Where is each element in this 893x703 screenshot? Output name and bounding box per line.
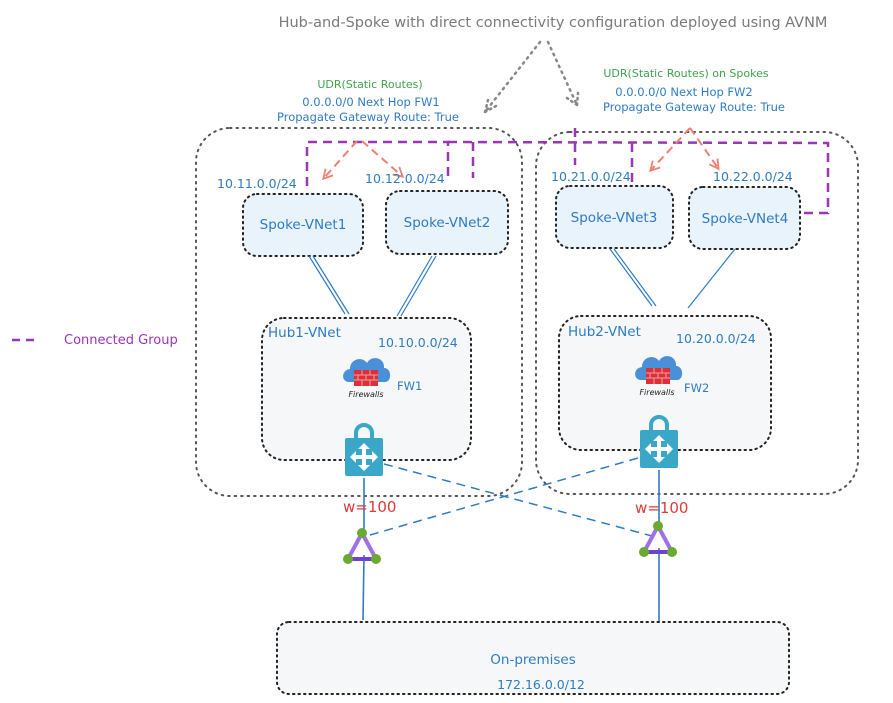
udr-propagate-region2: Propagate Gateway Route: True <box>603 100 785 114</box>
spoke-vnet4-box[interactable] <box>688 186 801 250</box>
spoke1-cidr: 10.11.0.0/24 <box>217 176 297 191</box>
udr-propagate-region1: Propagate Gateway Route: True <box>277 110 459 124</box>
local-network-gateway-icon <box>343 528 381 564</box>
arrow-head-left <box>483 98 498 114</box>
gateway-links <box>362 470 660 621</box>
hub1-vnet-label: Hub1-VNet <box>268 325 341 341</box>
spoke3-cidr: 10.21.0.0/24 <box>551 169 631 184</box>
spoke2-cidr: 10.12.0.0/24 <box>365 171 445 186</box>
local-network-gateway1[interactable] <box>343 528 381 564</box>
vpn-gateway2[interactable] <box>640 415 678 468</box>
on-premises-box[interactable] <box>276 621 790 695</box>
firewall2-caption: Firewalls <box>639 388 674 397</box>
peering-links <box>308 248 736 317</box>
cross-link-hub2-lng1 <box>369 457 639 536</box>
hub2-vnet-label: Hub2-VNet <box>568 324 641 340</box>
udr-route-region2: 0.0.0.0/0 Next Hop FW2 <box>615 85 752 99</box>
diagram-title: Hub-and-Spoke with direct connectivity c… <box>279 15 828 31</box>
local-network-gateway2[interactable] <box>639 521 677 557</box>
title-arrow-left <box>483 40 542 114</box>
vpn-gateway-icon <box>640 415 678 468</box>
spoke-vnet4[interactable]: Spoke-VNet4 <box>688 186 801 250</box>
vpn-gateway-icon <box>345 423 383 476</box>
title-arrow-right <box>546 40 579 107</box>
peering-spoke4-hub2 <box>687 248 736 309</box>
cross-region-links <box>369 457 653 537</box>
link-lng1-onprem <box>362 554 365 621</box>
firewall1[interactable]: Firewalls FW1 <box>343 358 422 399</box>
spoke-vnet1-label: Spoke-VNet1 <box>260 217 347 233</box>
local-network-gateway-icon <box>639 521 677 557</box>
peering-spoke1-hub1 <box>308 255 350 315</box>
spoke4-cidr: 10.22.0.0/24 <box>713 169 793 184</box>
hub2-cidr: 10.20.0.0/24 <box>676 331 756 346</box>
route-arrow-spoke2 <box>361 140 405 178</box>
udr-title-region1: UDR(Static Routes) <box>317 78 422 91</box>
route-arrows <box>322 127 720 181</box>
cross-link-hub1-lng2 <box>383 463 653 537</box>
region1-container <box>195 127 523 497</box>
title-pointer-arrows <box>483 40 580 114</box>
hub1-vnet[interactable]: Hub1-VNet 10.10.0.0/24 <box>261 317 472 461</box>
gateway1-weight: w=100 <box>343 498 396 516</box>
connected-group-line-1 <box>305 140 450 186</box>
route-arrow-spoke3 <box>649 127 691 173</box>
on-premises-cidr: 172.16.0.0/12 <box>497 677 585 692</box>
route-arrow-spoke1 <box>322 140 358 181</box>
region2-container <box>535 131 859 495</box>
firewall1-caption: Firewalls <box>348 390 383 399</box>
hub1-cidr: 10.10.0.0/24 <box>378 335 458 350</box>
gateway2-weight: w=100 <box>635 499 688 517</box>
udr-route-region1: 0.0.0.0/0 Next Hop FW1 <box>302 95 439 109</box>
legend: Connected Group <box>12 333 178 348</box>
connected-group-line-2 <box>447 140 830 215</box>
firewall1-name: FW1 <box>397 379 422 393</box>
firewall2-name: FW2 <box>684 381 709 395</box>
on-premises[interactable]: On-premises 172.16.0.0/12 <box>276 621 790 695</box>
spoke-vnet3[interactable]: Spoke-VNet3 <box>555 185 674 249</box>
spoke-vnet4-label: Spoke-VNet4 <box>702 211 789 227</box>
spoke-vnet3-box[interactable] <box>555 185 674 249</box>
legend-label: Connected Group <box>64 333 178 348</box>
firewall-icon <box>343 358 391 386</box>
spoke-vnet3-label: Spoke-VNet3 <box>571 210 658 226</box>
peering-spoke2-hub1 <box>396 255 437 317</box>
spoke-vnet2-box[interactable] <box>385 190 509 255</box>
on-premises-label: On-premises <box>490 652 575 668</box>
udr-title-region2: UDR(Static Routes) on Spokes <box>603 67 768 80</box>
spoke-vnet2[interactable]: Spoke-VNet2 <box>385 190 509 255</box>
firewall-icon <box>635 356 683 384</box>
spoke-vnet1-box[interactable] <box>242 193 364 257</box>
vpn-gateway1[interactable] <box>345 423 383 476</box>
route-arrow-spoke4 <box>689 127 720 171</box>
peering-spoke3-hub2 <box>609 248 657 307</box>
connected-group-mesh <box>305 128 830 215</box>
spoke-vnet2-label: Spoke-VNet2 <box>404 215 491 231</box>
arrow-head-right <box>565 91 580 107</box>
spoke-vnet1[interactable]: Spoke-VNet1 <box>242 193 364 257</box>
firewall2[interactable]: Firewalls FW2 <box>635 356 709 397</box>
